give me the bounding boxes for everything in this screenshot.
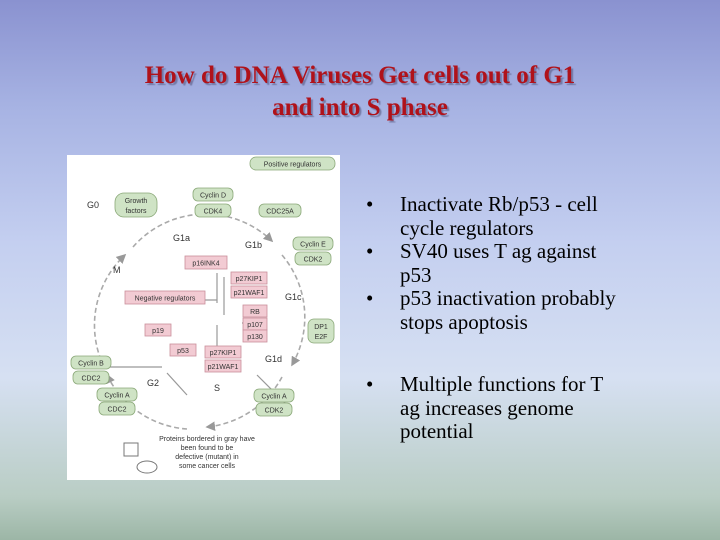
cycle-ring [93,213,306,431]
cell-cycle-figure: Positive regulators G0 G1a G1b G1c G1d S… [67,155,340,480]
bullet-text: Multiple functions for T [400,372,604,396]
bullet-text: Inactivate Rb/p53 - cell [400,192,598,216]
p27-label: p27KIP1 [236,276,263,283]
bullet-item-4: • Multiple functions for T ag increases … [362,372,692,444]
cdk2-e-label: CDK2 [304,257,323,264]
positive-legend-box [249,156,336,171]
positive-legend-label: Positive regulators [264,162,322,169]
dp1-label: DP1 [314,324,328,331]
cell-cycle-diagram: Positive regulators G0 G1a G1b G1c G1d S… [70,156,336,474]
p16-box [184,255,228,270]
bullet-dot: • [366,192,374,216]
p19-label: p19 [152,328,164,335]
cdk2-a-box [255,402,293,417]
phase-g1b: G1b [245,240,262,250]
cdc25a-label: CDC25A [266,209,294,216]
cyclin-e-label: Cyclin E [300,242,326,249]
bullet-text: stops apoptosis [400,309,528,334]
bullet-dot: • [366,239,374,263]
cdk4-label: CDK4 [204,209,223,216]
p27b-box [204,345,242,359]
p107-label: p107 [247,322,263,329]
p21-label: p21WAF1 [234,290,265,297]
rb-box [242,304,268,318]
p19-box [144,323,172,337]
legend-line3: defective (mutant) in [175,454,239,461]
cyclin-a-right-label: Cyclin A [261,394,287,401]
phase-g1c: G1c [285,292,302,302]
bullet-item-2: • SV40 uses T ag against p53 [362,239,692,287]
cyclin-b-box [70,355,112,370]
phase-g1a: G1a [173,233,190,243]
p21b-box [204,359,242,373]
phase-g2: G2 [147,378,159,388]
cyclin-b-label: Cyclin B [78,361,104,368]
growth-factors-line2: factors [125,208,147,215]
p130-label: p130 [247,334,263,341]
cdc2-a-box [98,401,136,416]
cyclin-d-label: Cyclin D [200,193,226,200]
bullet-text: SV40 uses T ag against [400,239,597,263]
cdc2-a-label: CDC2 [107,407,126,414]
phase-g0: G0 [87,200,99,210]
title-line-2: and into S phase [272,94,448,121]
e2f-label: E2F [315,334,328,341]
legend-oval-icon [136,460,158,474]
cyclin-a-left-label: Cyclin A [104,393,130,400]
bullet-text: potential [400,419,474,443]
cdc2-b-box [72,370,110,385]
bullet-text: ag increases genome [400,395,574,420]
cyclin-a-left-box [96,387,138,402]
rb-label: RB [250,309,260,316]
cdk2-e-box [294,251,332,266]
e2f-box [307,318,335,344]
cyclin-d-box [192,187,234,202]
growth-factors-line1: Growth [125,198,148,205]
title-line-1: How do DNA Viruses Get cells out of G1 [144,62,576,89]
bullet-gap [362,334,692,373]
p27-box [230,271,268,285]
cdk2-a-label: CDK2 [265,408,284,415]
bullet-dot: • [366,286,374,310]
bullet-item-3: • p53 inactivation probably stops apopto… [362,286,692,334]
p53-label: p53 [177,348,189,355]
legend-line4: some cancer cells [179,463,236,470]
legend-square-icon [123,442,139,457]
bullet-list: • Inactivate Rb/p53 - cell cycle regulat… [362,192,692,444]
p53-box [169,343,197,357]
phase-m: M [113,265,121,275]
phase-s: S [214,383,220,393]
p16-label: p16INK4 [192,261,219,268]
cdc2-b-label: CDC2 [81,376,100,383]
legend-line1: Proteins bordered in gray have [159,436,255,443]
bullet-text: cycle regulators [400,215,534,240]
bullet-dot: • [366,372,374,396]
p21b-label: p21WAF1 [208,364,239,371]
slide-title: How do DNA Viruses Get cells out of G1 a… [40,60,680,124]
p130-box [242,329,268,343]
bullet-text: p53 [400,262,432,287]
bullet-text: p53 inactivation probably [400,286,616,310]
bullet-item-1: • Inactivate Rb/p53 - cell cycle regulat… [362,192,692,240]
p27b-label: p27KIP1 [210,350,237,357]
negative-legend-label: Negative regulators [135,296,196,303]
cyclin-e-box [292,236,334,251]
cdc25a-box [258,203,302,218]
growth-factors-box [114,192,158,218]
legend-line2: been found to be [181,445,234,452]
cyclin-a-right-box [253,388,295,403]
p21-box [230,285,268,299]
negative-legend-box [124,290,206,305]
phase-g1d: G1d [265,354,282,364]
cdk4-box [194,203,232,218]
